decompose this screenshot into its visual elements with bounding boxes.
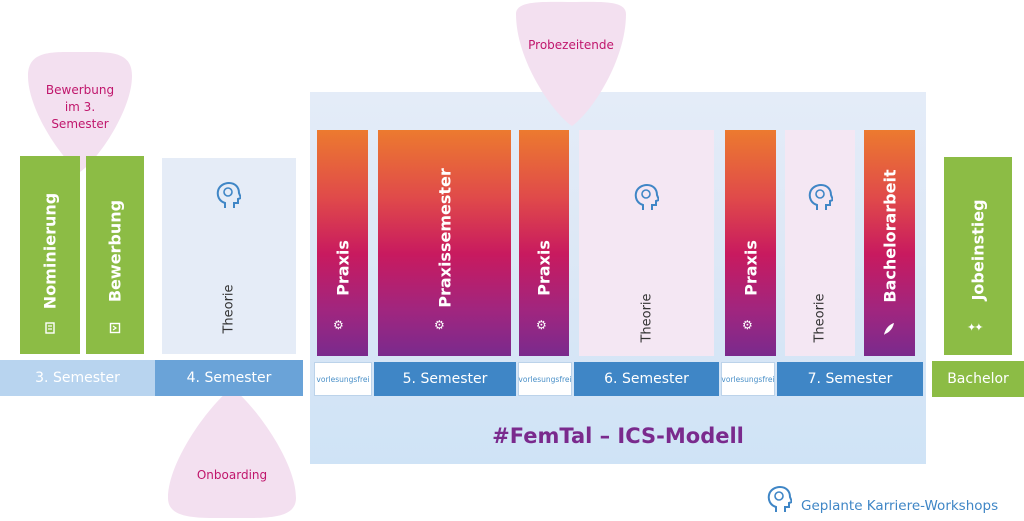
head-brain-icon: [808, 184, 833, 210]
column-theorie-1: Theorie: [162, 158, 296, 354]
column-praxis-2: Praxis ⚙: [519, 130, 569, 356]
bar-semester-7: 7. Semester: [777, 362, 923, 396]
stars-icon: ✦✦: [967, 321, 984, 334]
bubble-top-left-shape: [28, 51, 132, 172]
column-praxis-3-label: Praxis: [741, 239, 760, 296]
quill-icon: [884, 323, 894, 335]
bar-bachelor: Bachelor: [932, 361, 1024, 397]
column-jobeinstieg-label: Jobeinstieg: [968, 199, 988, 301]
bar-vorlesungsfrei-3: vorlesungsfrei: [721, 362, 775, 396]
column-bachelorarbeit-label: Bachelorarbeit: [880, 169, 899, 303]
column-theorie-3-label: Theorie: [812, 293, 828, 343]
bubble-bottom-shape: [168, 388, 296, 519]
document-icon: [45, 322, 55, 334]
gears-icon: ⚙: [434, 318, 445, 332]
gears-icon: ⚙: [333, 318, 344, 332]
column-nominierung: Nominierung: [20, 156, 80, 354]
bubble-top-center: Probezeitende: [528, 38, 614, 52]
bar-semester-5: 5. Semester: [374, 362, 516, 396]
application-icon: [109, 322, 121, 334]
column-bewerbung: Bewerbung: [86, 156, 144, 354]
bubble-bottom: Onboarding: [196, 468, 268, 482]
head-brain-icon: [216, 182, 241, 208]
bubble-top-left: Bewerbung im 3. Semester: [45, 83, 115, 131]
column-praxissemester-label: Praxissemester: [435, 168, 454, 309]
column-praxis-1-label: Praxis: [333, 239, 352, 296]
column-theorie-2-label: Theorie: [639, 293, 654, 343]
column-praxis-3: Praxis ⚙: [725, 130, 776, 356]
head-brain-icon: [634, 184, 659, 210]
bar-vorlesungsfrei-2: vorlesungsfrei: [518, 362, 572, 396]
column-bachelorarbeit: Bachelorarbeit: [864, 130, 915, 356]
model-title: #FemTal – ICS-Modell: [492, 424, 744, 448]
gears-icon: ⚙: [742, 318, 753, 332]
legend-label: Geplante Karriere-Workshops: [801, 498, 999, 514]
column-theorie-1-label: Theorie: [221, 284, 237, 334]
column-theorie-3: Theorie: [785, 130, 855, 356]
legend-head-brain-icon: [767, 486, 792, 512]
bar-vorlesungsfrei-1: vorlesungsfrei: [314, 362, 372, 396]
column-bewerbung-label: Bewerbung: [105, 199, 125, 303]
bar-semester-4: 4. Semester: [155, 360, 303, 396]
column-theorie-2: Theorie: [579, 130, 714, 356]
bar-semester-6: 6. Semester: [574, 362, 719, 396]
column-jobeinstieg: Jobeinstieg ✦✦: [944, 157, 1012, 355]
column-praxissemester: Praxissemester ⚙: [378, 130, 511, 356]
column-praxis-2-label: Praxis: [534, 239, 554, 296]
column-praxis-1: Praxis ⚙: [317, 130, 368, 356]
bubble-top-center-shape: [516, 1, 626, 126]
gears-icon: ⚙: [536, 318, 547, 332]
bar-semester-3: 3. Semester: [0, 360, 155, 396]
column-nominierung-label: Nominierung: [40, 192, 60, 310]
